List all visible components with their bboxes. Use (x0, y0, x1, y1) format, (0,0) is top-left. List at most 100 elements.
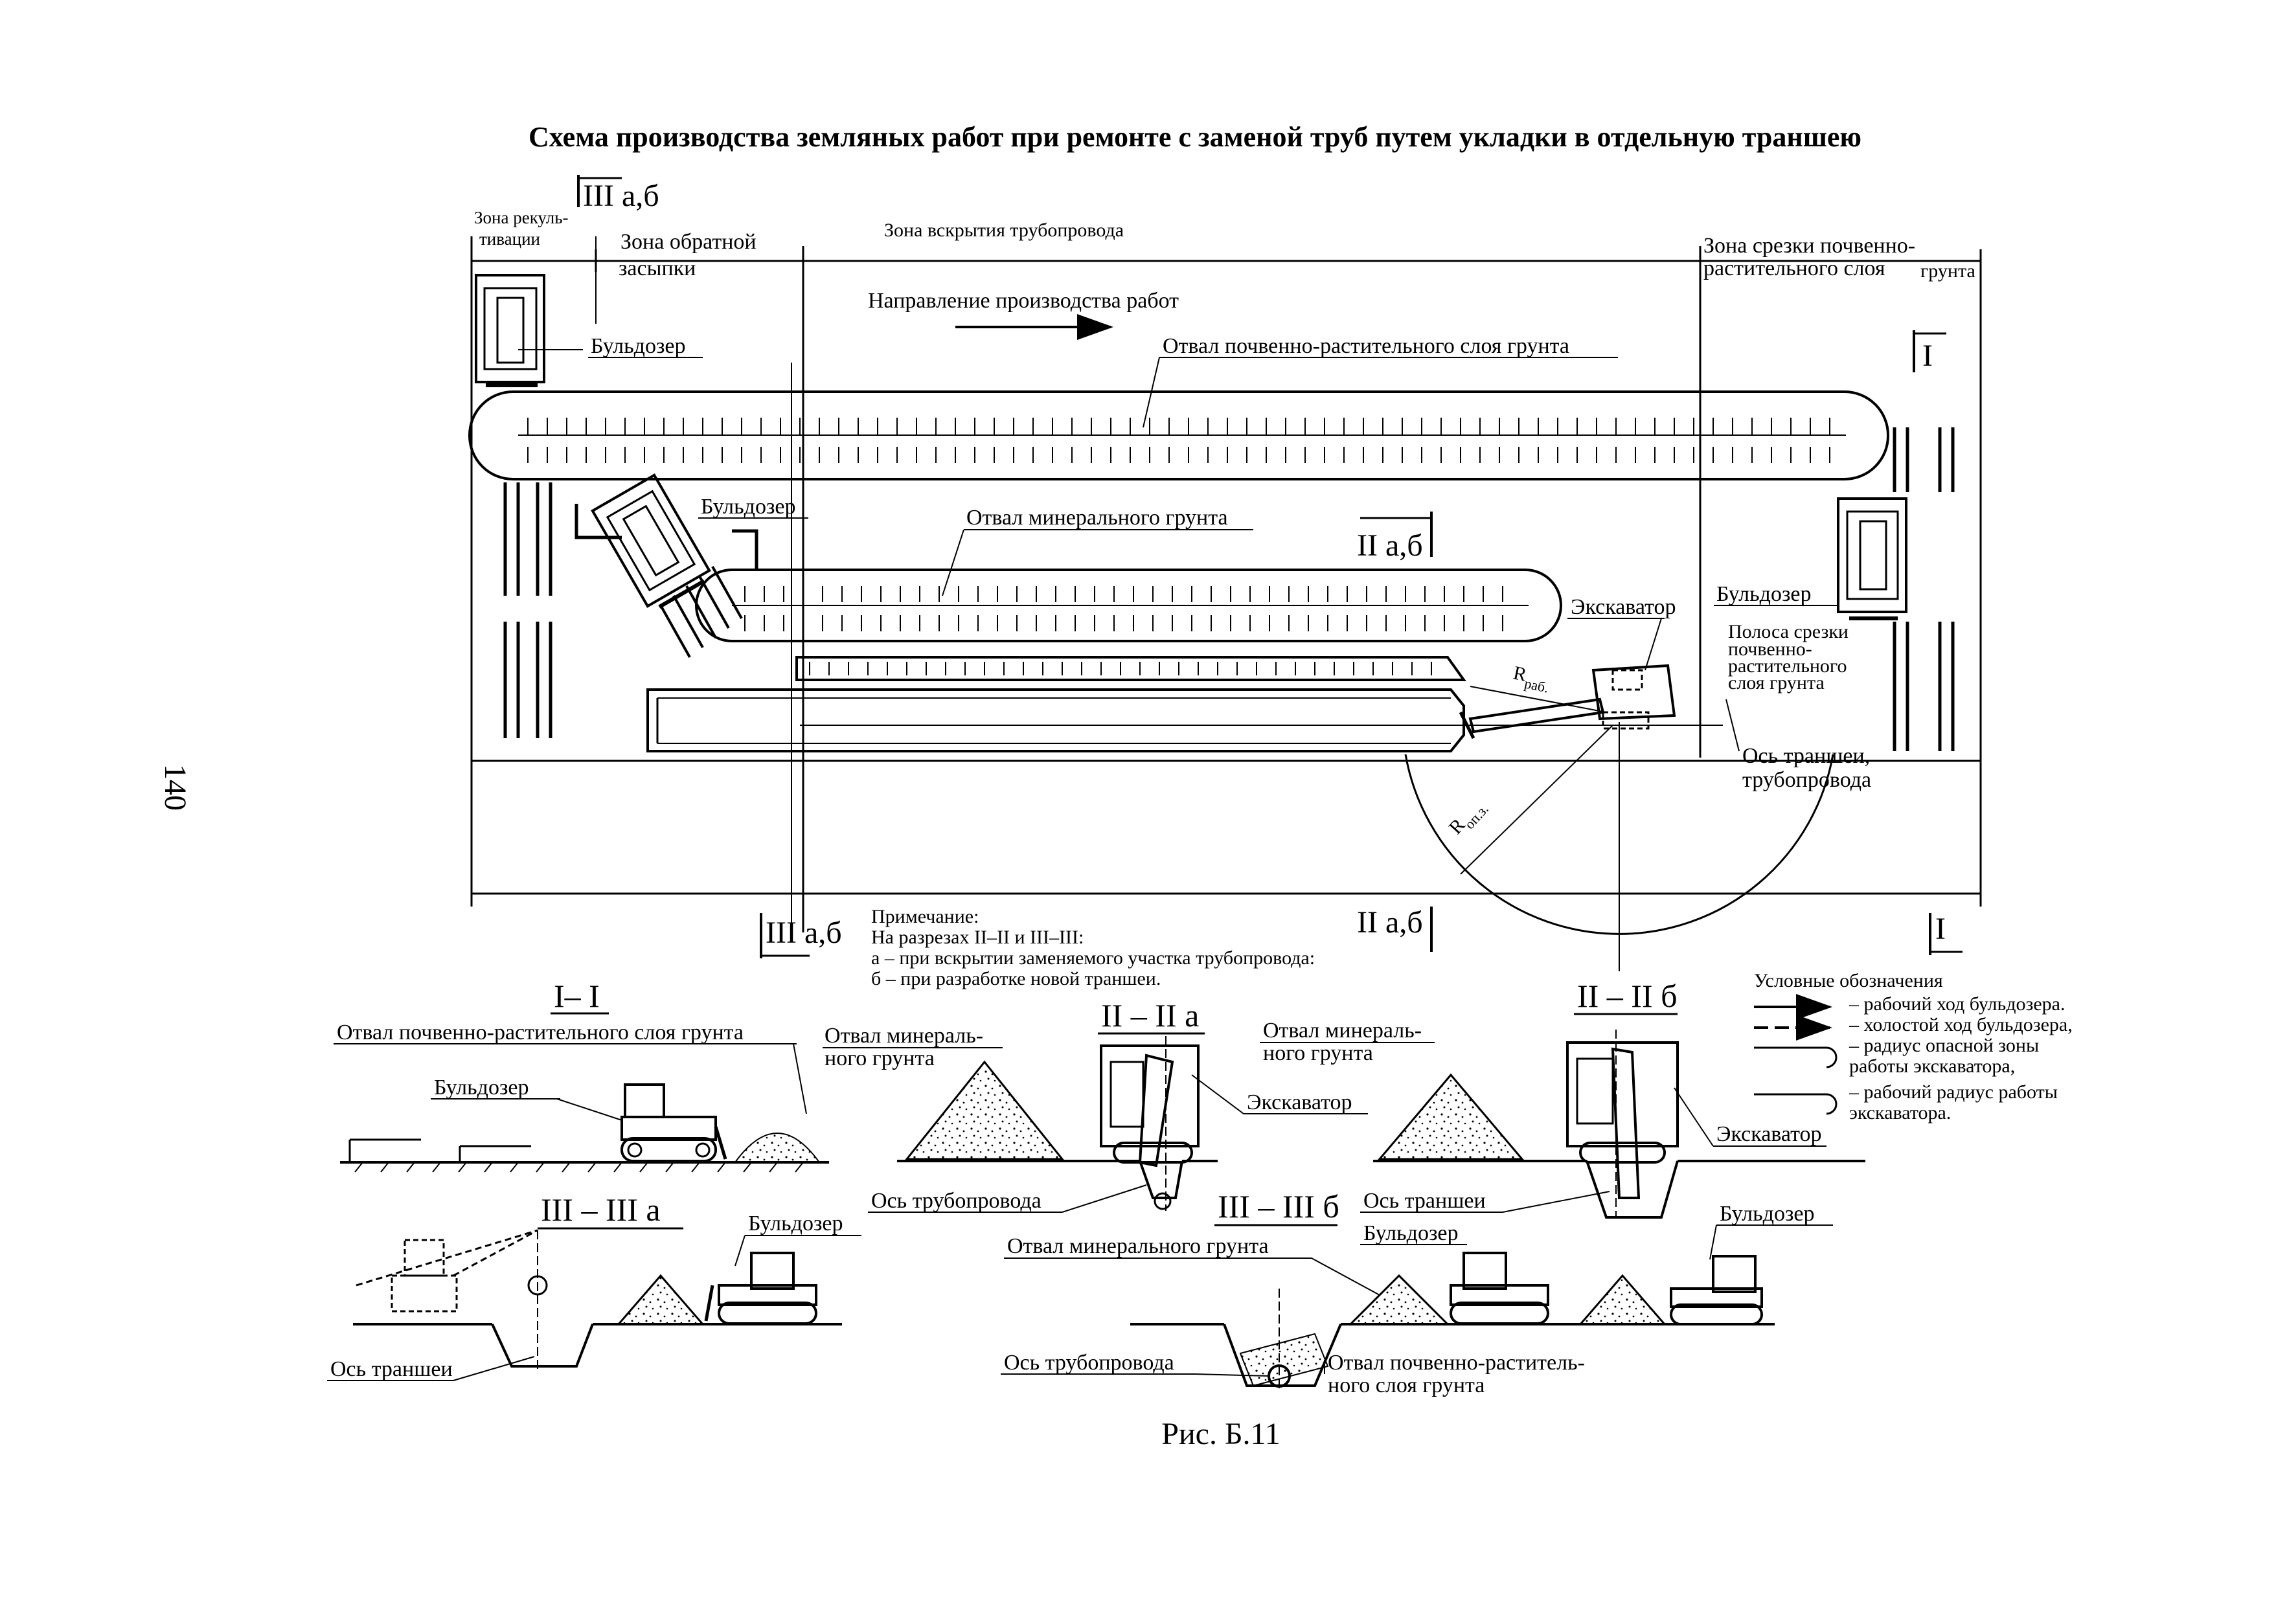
section-1-topsoil-label: Отвал почвенно-растительного слоя грунта (337, 1021, 744, 1044)
svg-text:экскаватора.: экскаватора. (1849, 1102, 1951, 1123)
hatch-mark (769, 1162, 778, 1173)
section-1-bulldozer-label: Бульдозер (434, 1076, 529, 1100)
strip-label-1: Полоса срезки (1728, 621, 1849, 642)
section-2a-excavator-label: Экскаватор (1247, 1090, 1352, 1114)
hatch-mark (717, 1162, 726, 1173)
bulldozer-topleft-label: Бульдозер (591, 334, 685, 358)
zone-opening-label: Зона вскрытия трубопровода (884, 220, 1124, 241)
page-number: 140 (158, 764, 192, 811)
bulldozer-track-marks (659, 566, 743, 658)
zone-recultivation-label-2: тивации (479, 229, 540, 249)
strip-label-2: почвенно- (1728, 638, 1812, 660)
bulldozer-topleft-icon (475, 274, 545, 387)
hatch-mark (665, 1162, 674, 1173)
strip-label-3: растительного (1728, 655, 1847, 677)
mineral-dump-label: Отвал минерального грунта (966, 506, 1228, 530)
right-track-marks (1893, 427, 1955, 751)
svg-text:– радиус опасной зоны: – радиус опасной зоны (1849, 1035, 2039, 1056)
section-3a-pile (616, 1274, 705, 1325)
topsoil-dump-strip (468, 390, 1889, 480)
section-mark-1-bottom: I (1929, 912, 1963, 955)
hatch-mark (406, 1162, 415, 1173)
section-3b-fill (1239, 1333, 1329, 1387)
section-mark-2-top: II а,б (1357, 512, 1433, 563)
hatch-mark (380, 1162, 389, 1173)
section-3b-pile-1 (1348, 1274, 1450, 1325)
section-3b-bulldozer-icon-1 (1450, 1252, 1549, 1325)
section-3b-bulldozer-label-1: Бульдозер (1363, 1221, 1458, 1245)
svg-text:а – при вскрытии заменяемого у: а – при вскрытии заменяемого участка тру… (871, 947, 1315, 969)
section-2a-title: II – II а (1101, 997, 1199, 1033)
svg-text:– рабочий радиус работы: – рабочий радиус работы (1849, 1081, 2058, 1103)
section-3b-topsoil-label-2: ного слоя грунта (1328, 1373, 1485, 1397)
section-2b-excavator-label: Экскаватор (1716, 1122, 1822, 1146)
hatch-mark (587, 1162, 597, 1173)
zone-cut-label-2: растительного слоя (1703, 256, 1885, 280)
hatch-mark (432, 1162, 441, 1173)
svg-text:– рабочий ход бульдозера.: – рабочий ход бульдозера. (1849, 993, 2065, 1015)
section-2b-mineral-pile (1377, 1073, 1525, 1160)
svg-text:I: I (1922, 339, 1933, 373)
hatch-mark (562, 1162, 571, 1173)
bulldozer-right-label: Бульдозер (1716, 582, 1811, 606)
bulldozer-right-icon (1837, 497, 1907, 620)
figure-caption: Рис. Б.11 (1161, 1417, 1280, 1451)
section-3b-bulldozer-icon-2 (1670, 1255, 1763, 1325)
section-2b-mineral-label-2: ного грунта (1263, 1041, 1373, 1065)
section-3b-topsoil-label-1: Отвал почвенно-раститель- (1328, 1351, 1585, 1375)
hatch-mark (639, 1162, 648, 1173)
legend-title: Условные обозначения (1754, 970, 1943, 991)
section-1-title: I– I (554, 978, 600, 1014)
working-radius-label: Rраб. (1510, 662, 1553, 696)
danger-radius-label: Rоп.з. (1445, 794, 1492, 842)
hatch-mark (484, 1162, 493, 1173)
hatch-mark (354, 1162, 363, 1173)
section-mark-3-top: III а,б (577, 175, 659, 213)
hatch-mark (795, 1162, 804, 1173)
section-3b-pipe-axis-label: Ось трубопровода (1004, 1351, 1174, 1375)
svg-text:На разрезах II–II и III–III:: На разрезах II–II и III–III: (871, 927, 1084, 948)
section-2a-pipe-axis-label: Ось трубопровода (871, 1189, 1041, 1213)
section-2a-mineral-label-2: ного грунта (825, 1046, 935, 1070)
hatch-mark (458, 1162, 467, 1173)
bulldozer-mid-icon (591, 473, 711, 609)
svg-text:II а,б: II а,б (1357, 905, 1423, 940)
svg-text:Примечание:: Примечание: (871, 906, 979, 927)
trench-axis-label-1: Ось траншеи, (1742, 744, 1870, 768)
section-2b-title: II – II б (1577, 978, 1678, 1014)
section-mark-3-bottom: III а,б (760, 913, 842, 958)
section-3a-excavator-icon (356, 1229, 548, 1373)
zone-recultivation-label-1: Зона рекуль- (474, 208, 569, 227)
hatch-mark (613, 1162, 622, 1173)
svg-text:II а,б: II а,б (1357, 528, 1423, 563)
danger-radius-line (1460, 725, 1613, 875)
hatch-mark (743, 1162, 752, 1173)
legend-working-radius-symbol (1754, 1093, 1838, 1115)
section-3b-title: III – III б (1218, 1188, 1339, 1224)
section-3b-mineral-label: Отвал минерального грунта (1007, 1234, 1269, 1258)
hatch-mark (691, 1162, 700, 1173)
trench-strip (646, 656, 1466, 752)
hatch-mark (510, 1162, 519, 1173)
topsoil-dump-label: Отвал почвенно-растительного слоя грунта (1163, 334, 1569, 358)
svg-text:I: I (1935, 912, 1946, 946)
zone-backfill-label-1: Зона обратной (620, 230, 757, 254)
zone-cut-label-1: Зона срезки почвенно- (1703, 234, 1915, 258)
svg-text:III а,б: III а,б (766, 916, 842, 950)
svg-text:работы экскаватора,: работы экскаватора, (1849, 1055, 2015, 1077)
trench-axis-label-2: трубопровода (1742, 768, 1871, 792)
section-1-bulldozer-icon (620, 1083, 727, 1162)
section-3a-trench-axis-label: Ось траншеи (330, 1357, 453, 1381)
left-track-marks (503, 482, 552, 738)
bulldozer-mid-label: Бульдозер (701, 495, 795, 519)
section-1-1: I– I Отвал почвенно-растительного слоя г… (334, 978, 829, 1173)
section-mark-1-top: I (1913, 330, 1946, 373)
section-2b-excavator-icon (1566, 1030, 1679, 1217)
zone-backfill-label-2: засыпки (619, 256, 696, 280)
section-3b-pile-2 (1578, 1274, 1667, 1325)
page-title: Схема производства земляных работ при ре… (529, 121, 1861, 153)
excavator-icon (1459, 664, 1676, 739)
section-3a-bulldozer-icon (704, 1252, 817, 1325)
